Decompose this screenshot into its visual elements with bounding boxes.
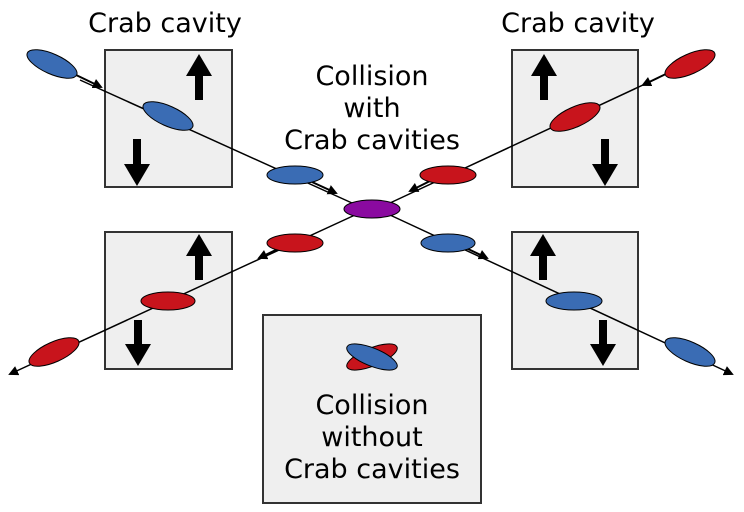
blue-bunch — [26, 49, 78, 79]
arrow-down-icon — [125, 320, 151, 366]
without-crab-label-line2: without — [321, 422, 423, 453]
red-bunch-tilted — [549, 102, 601, 132]
arrow-up-icon — [186, 54, 212, 100]
collision-bunch — [343, 199, 401, 219]
red-bunch-crabbed — [419, 165, 477, 185]
arrow-down-icon — [590, 320, 616, 366]
with-crab-label-line1: Collision — [315, 61, 428, 92]
without-crab-box — [262, 314, 482, 504]
without-crab-label-line1: Collision — [315, 390, 428, 421]
blue-bunch-crabbed — [545, 291, 603, 311]
blue-bunch-crossing — [346, 343, 398, 371]
arrow-down-icon — [592, 139, 618, 186]
arrowhead-icon — [73, 73, 103, 89]
with-crab-label-line2: with — [343, 93, 400, 124]
crab-cavity-label-left: Crab cavity — [88, 8, 242, 39]
arrow-up-icon — [531, 54, 557, 100]
blue-bunch-crabbed — [420, 233, 476, 253]
with-crab-label-line3: Crab cavities — [284, 125, 460, 156]
red-bunch-crabbed — [266, 233, 324, 253]
red-bunch — [28, 337, 80, 367]
without-crab-label-line3: Crab cavities — [284, 454, 460, 485]
blue-bunch-crabbed — [266, 165, 324, 185]
blue-bunch — [664, 337, 716, 367]
arrow-down-icon — [124, 139, 150, 186]
crab-cavity-label-right: Crab cavity — [501, 8, 655, 39]
arrow-up-icon — [186, 234, 212, 280]
arrow-up-icon — [530, 234, 556, 280]
red-bunch-crabbed — [140, 291, 196, 311]
arrowhead-icon — [465, 247, 489, 260]
arrowhead-icon — [311, 181, 338, 195]
red-bunch — [664, 49, 716, 79]
blue-bunch-tilted — [142, 101, 194, 131]
